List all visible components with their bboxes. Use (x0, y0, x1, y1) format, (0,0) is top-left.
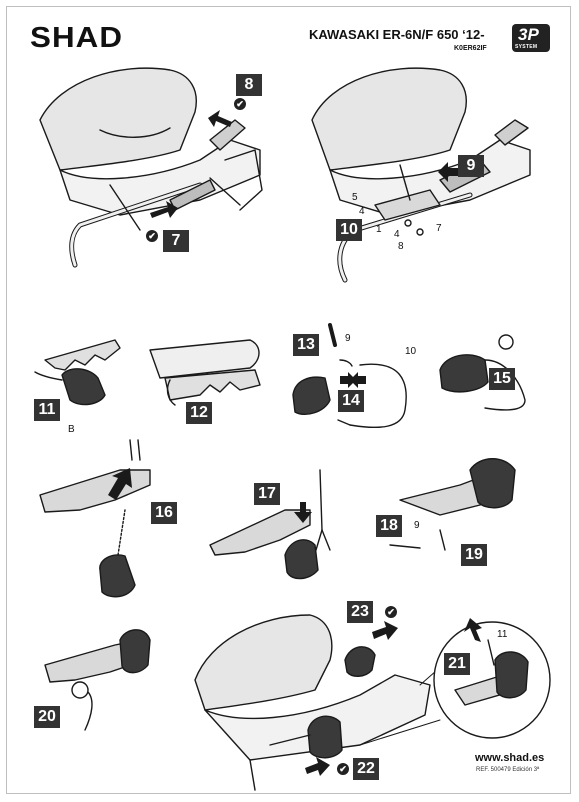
illustration-17 (209, 469, 331, 580)
check-icon: ✔ (385, 606, 397, 618)
illustration-18-19 (389, 458, 516, 551)
logo-system-text: SYSTEM (515, 44, 538, 50)
check-icon: ✔ (337, 763, 349, 775)
part-label-11: 11 (497, 629, 508, 640)
illustration-seat-right (311, 67, 531, 283)
part-label-b: B (68, 424, 75, 435)
illustration-11 (34, 339, 121, 406)
illustration-12 (149, 339, 261, 406)
website: www.shad.es (475, 752, 545, 764)
page-border (6, 6, 571, 794)
step-21: 21 (444, 653, 470, 675)
step-16: 16 (151, 502, 177, 524)
part-label-4: 4 (359, 206, 365, 217)
step-19: 19 (461, 544, 487, 566)
push-arrows (108, 110, 482, 776)
model-title: KAWASAKI ER-6N/F 650 ‘12- (309, 27, 485, 42)
step-10: 10 (336, 219, 362, 241)
illustration-16 (39, 439, 151, 598)
step-13: 13 (293, 334, 319, 356)
part-label-5: 5 (352, 192, 358, 203)
logo-3p-text: 3P (518, 25, 539, 44)
illustration-13-14 (292, 323, 407, 429)
illustration-seat-left (39, 67, 263, 268)
step-23: 23 (347, 601, 373, 623)
detail-circle-21 (433, 621, 551, 739)
part-label-10: 10 (405, 346, 417, 357)
part-label-9: 9 (414, 520, 420, 531)
illustration-22-23 (194, 614, 461, 791)
check-icon: ✔ (234, 98, 246, 110)
part-label-9: 9 (345, 333, 351, 344)
step-14: 14 (338, 390, 364, 412)
step-8: 8 (236, 74, 262, 96)
part-label-4: 4 (394, 229, 400, 240)
step-7: 7 (163, 230, 189, 252)
part-label-7: 7 (436, 223, 442, 234)
step-9: 9 (458, 155, 484, 177)
reference-number: REF. 500479 Edición 3ª (476, 767, 540, 773)
3p-system-logo: 3P SYSTEM (512, 24, 550, 52)
part-label-8: 8 (398, 241, 404, 252)
step-11: 11 (34, 399, 60, 421)
step-18: 18 (376, 515, 402, 537)
illustration-15 (439, 334, 526, 411)
model-code: K0ER62IF (454, 45, 487, 52)
brand-logo: SHAD (30, 22, 124, 54)
step-20: 20 (34, 706, 60, 728)
step-17: 17 (254, 483, 280, 505)
illustration-20 (44, 629, 151, 731)
step-22: 22 (353, 758, 379, 780)
part-label-1: 1 (376, 224, 382, 235)
step-12: 12 (186, 402, 212, 424)
step-15: 15 (489, 368, 515, 390)
check-icon: ✔ (146, 230, 158, 242)
